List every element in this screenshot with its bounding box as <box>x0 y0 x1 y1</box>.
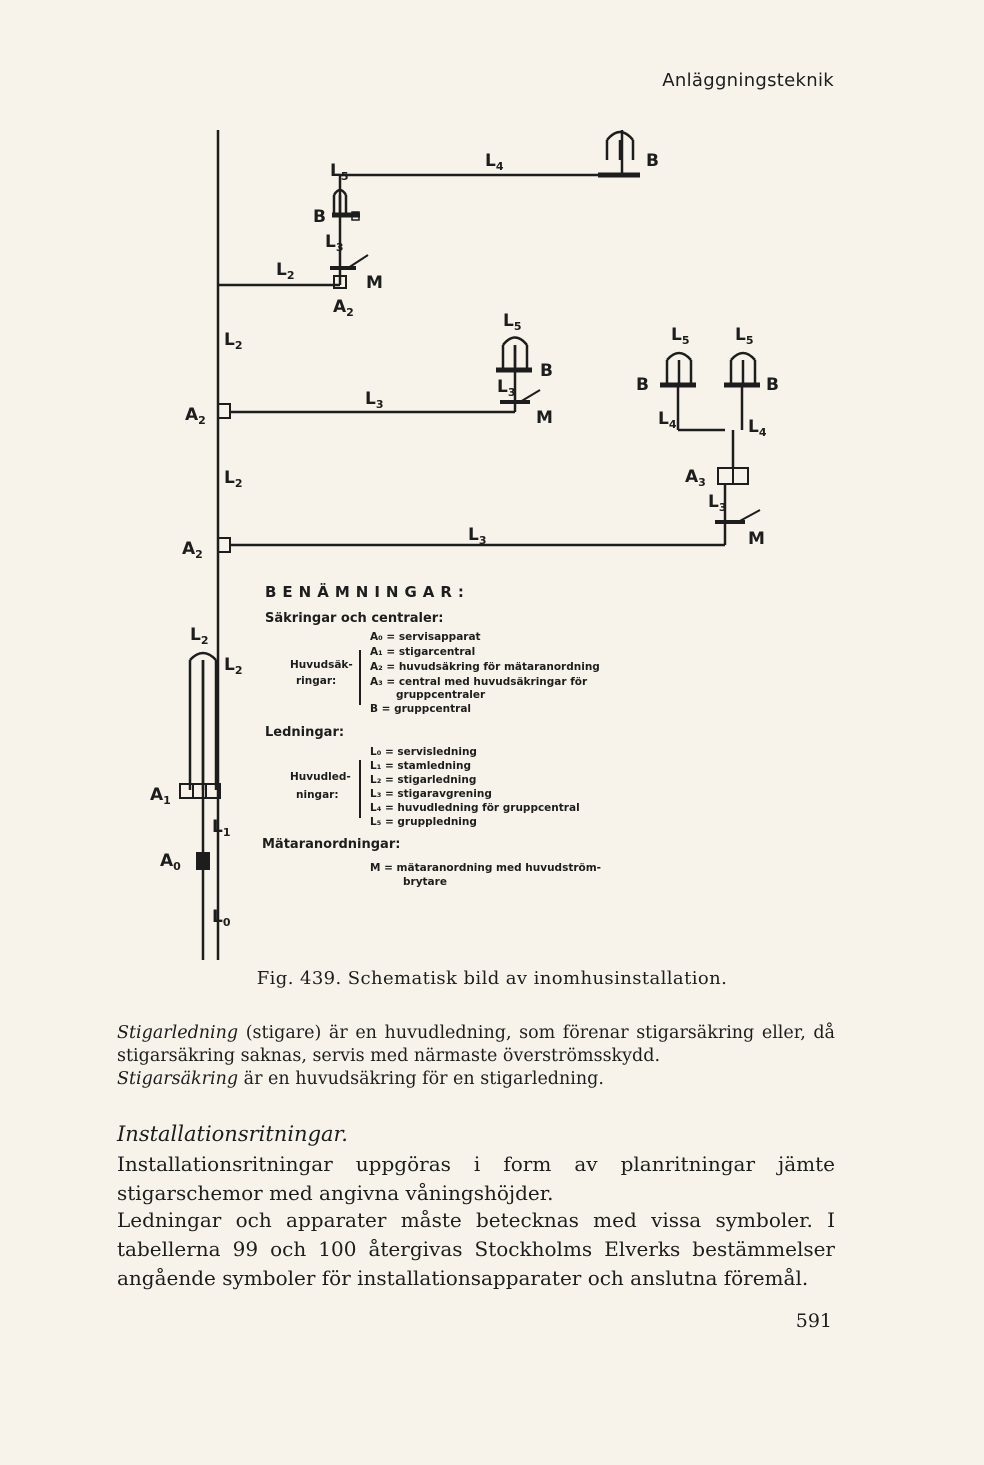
svg-text:L2: L2 <box>224 330 243 352</box>
a2-box-middle <box>217 403 231 419</box>
running-title: Anläggningsteknik <box>662 70 834 91</box>
svg-text:gruppcentraler: gruppcentraler <box>396 689 486 701</box>
svg-text:B: B <box>766 375 779 395</box>
svg-text:A₃ = central med huvudsäkringa: A₃ = central med huvudsäkringar för <box>370 676 588 688</box>
svg-text:L3: L3 <box>365 389 384 411</box>
svg-text:A1: A1 <box>150 785 171 807</box>
svg-text:L3: L3 <box>708 492 727 514</box>
svg-text:L₅ = gruppledning: L₅ = gruppledning <box>370 816 477 828</box>
svg-text:A₀ = servisapparat: A₀ = servisapparat <box>370 631 481 643</box>
svg-text:ningar:: ningar: <box>296 789 339 801</box>
svg-text:M: M <box>366 273 383 293</box>
svg-text:B: B <box>313 207 326 227</box>
svg-text:Huvudsäk-: Huvudsäk- <box>290 659 353 671</box>
svg-text:L₃ = stigaravgrening: L₃ = stigaravgrening <box>370 788 492 800</box>
a1-box <box>179 783 221 799</box>
svg-text:L₁ = stamledning: L₁ = stamledning <box>370 760 471 772</box>
svg-text:A₁ = stigarcentral: A₁ = stigarcentral <box>370 646 475 658</box>
svg-text:L3: L3 <box>497 377 516 399</box>
svg-text:A₂ = huvudsäkring för mätarano: A₂ = huvudsäkring för mätaranordning <box>370 661 600 673</box>
svg-text:M: M <box>536 408 553 428</box>
legend: BENÄMNINGAR: Säkringar och centraler: Hu… <box>262 582 601 888</box>
section-heading: Installationsritningar. <box>117 1122 348 1146</box>
svg-text:B: B <box>636 375 649 395</box>
svg-text:L4: L4 <box>658 409 677 431</box>
svg-text:A0: A0 <box>160 851 181 873</box>
svg-text:L2: L2 <box>224 655 243 677</box>
legend-lines-heading: Ledningar: <box>265 725 344 740</box>
paragraph-definitions: Stigarledning (stigare) är en huvudledni… <box>117 1023 835 1089</box>
svg-text:M: M <box>748 529 765 549</box>
svg-text:ringar:: ringar: <box>296 675 336 687</box>
svg-text:L4: L4 <box>485 151 504 173</box>
svg-text:L₂ = stigarledning: L₂ = stigarledning <box>370 774 476 786</box>
svg-text:A2: A2 <box>182 539 203 561</box>
paragraph-symbols: Ledningar och apparater måste betecknas … <box>117 1208 835 1290</box>
svg-text:L2: L2 <box>224 468 243 490</box>
installation-schematic: L5 L4 B B L3 L2 M A2 L2 L5 B L3 M L3 A2 … <box>150 130 779 960</box>
svg-text:A3: A3 <box>685 467 706 489</box>
svg-text:L2: L2 <box>276 260 295 282</box>
svg-text:B = gruppcentral: B = gruppcentral <box>370 703 471 715</box>
svg-text:Huvudled-: Huvudled- <box>290 771 351 783</box>
svg-text:A2: A2 <box>185 405 206 427</box>
paragraph-drawings: Installationsritningar uppgöras i form a… <box>117 1152 835 1205</box>
svg-text:A2: A2 <box>333 297 354 319</box>
svg-text:brytare: brytare <box>403 876 447 888</box>
svg-text:L3: L3 <box>325 232 344 254</box>
svg-text:L5: L5 <box>735 325 754 347</box>
svg-text:L3: L3 <box>468 525 487 547</box>
svg-text:B: B <box>646 151 659 171</box>
legend-fuses-heading: Säkringar och centraler: <box>265 611 443 626</box>
svg-text:L₀ = servisledning: L₀ = servisledning <box>370 746 477 758</box>
svg-text:L4: L4 <box>748 417 767 439</box>
legend-title: BENÄMNINGAR: <box>265 582 470 601</box>
figure-caption: Fig. 439. Schematisk bild av inomhusinst… <box>256 968 728 989</box>
svg-text:M = mätaranordning med huvudst: M = mätaranordning med huvudström- <box>370 862 601 874</box>
svg-text:L₄ = huvudledning för gruppcen: L₄ = huvudledning för gruppcentral <box>370 802 580 814</box>
svg-text:L5: L5 <box>330 161 349 183</box>
svg-text:B: B <box>540 361 553 381</box>
diagram-labels: L5 L4 B B L3 L2 M A2 L2 L5 B L3 M L3 A2 … <box>150 151 779 929</box>
legend-meters-heading: Mätaranordningar: <box>262 837 400 852</box>
svg-text:L2: L2 <box>190 625 209 647</box>
a2-box-lower <box>217 537 231 553</box>
svg-text:L0: L0 <box>212 907 231 929</box>
svg-text:L5: L5 <box>503 311 522 333</box>
svg-text:L1: L1 <box>212 817 231 839</box>
svg-text:L5: L5 <box>671 325 690 347</box>
page-number: 591 <box>795 1310 832 1332</box>
a0-block <box>196 852 210 870</box>
